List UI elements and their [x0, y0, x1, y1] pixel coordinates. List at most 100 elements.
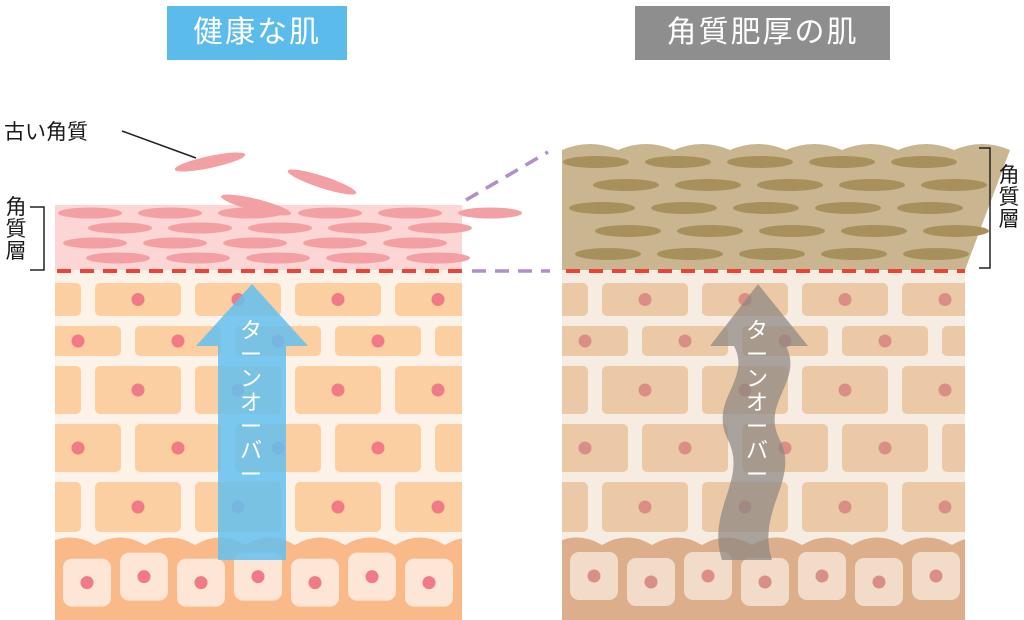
cell-nucleus — [938, 383, 952, 397]
cell-nucleus — [838, 383, 852, 397]
thick-corneum-cell — [593, 179, 659, 191]
connector-line-top — [465, 150, 549, 202]
cell-nucleus — [131, 293, 145, 306]
cell-nucleus — [371, 441, 385, 455]
thick-layer-bracket — [979, 147, 991, 269]
cell-nucleus — [171, 441, 185, 455]
corneum-cell — [248, 222, 312, 234]
cell-nucleus — [131, 383, 145, 397]
skin-cell — [562, 283, 588, 316]
cell-nucleus — [32, 501, 45, 514]
corneum-cell — [143, 237, 207, 249]
skin-cell — [55, 482, 81, 532]
cell-nucleus — [472, 335, 485, 348]
cell-nucleus — [838, 293, 852, 306]
cell-nucleus — [644, 575, 658, 589]
thick-corneum-cell — [575, 248, 641, 260]
thick-corneum-cell — [563, 156, 629, 168]
cell-nucleus — [872, 575, 886, 589]
corneum-cell — [58, 207, 122, 219]
skin-cell — [942, 424, 965, 472]
corneum-cell — [138, 207, 202, 219]
cell-nucleus — [878, 441, 892, 455]
thick-corneum-cell — [733, 202, 799, 214]
corneum-cell — [246, 252, 310, 264]
cell-nucleus — [758, 575, 772, 589]
corneum-cell — [223, 237, 287, 249]
cell-nucleus — [308, 576, 322, 590]
thick-corneum-cell — [921, 179, 987, 191]
cell-nucleus — [171, 334, 185, 348]
skin-cell — [55, 366, 81, 414]
cell-nucleus — [638, 383, 652, 397]
skin-cell — [55, 283, 81, 316]
healthy-corneum-layer-label: 角質層 — [5, 195, 27, 264]
cell-nucleus — [331, 293, 345, 306]
thick-corneum-cell — [657, 248, 723, 260]
thick-corneum-cell — [757, 179, 823, 191]
skin-cell — [55, 326, 121, 356]
healthy-skin-title: 健康な肌 — [167, 6, 347, 60]
old-corneum-pointer — [121, 130, 197, 159]
cell-nucleus — [938, 500, 952, 514]
cell-nucleus — [131, 500, 145, 514]
old-corneum-flake — [287, 169, 357, 195]
thick-corneum-cell — [645, 156, 711, 168]
cell-nucleus — [365, 570, 379, 584]
thick-corneum-cell — [727, 156, 793, 168]
healthy-turnover-label: ターンオーバー — [240, 319, 262, 488]
corneum-cell — [168, 222, 232, 234]
skin-cell — [562, 482, 588, 532]
thick-corneum-cell — [891, 156, 957, 168]
corneum-cell — [303, 237, 367, 249]
cell-nucleus — [80, 576, 94, 590]
cell-nucleus — [678, 334, 692, 348]
cell-nucleus — [331, 383, 345, 397]
thick-corneum-cell — [651, 202, 717, 214]
corneum-cell — [378, 207, 442, 219]
cell-nucleus — [938, 293, 952, 306]
thick-skin-title: 角質肥厚の肌 — [635, 6, 890, 60]
cell-nucleus — [578, 334, 592, 348]
arrow-shape — [710, 284, 808, 560]
thick-corneum-cell — [759, 225, 825, 237]
cell-nucleus — [71, 334, 85, 348]
thick-corneum-cell — [739, 248, 805, 260]
corneum-cell — [63, 237, 127, 249]
skin-cell — [942, 326, 965, 356]
cell-nucleus — [929, 569, 943, 583]
cell-nucleus — [431, 500, 445, 514]
skin-cell — [395, 283, 462, 316]
cell-nucleus — [194, 576, 208, 590]
cell-nucleus — [701, 569, 715, 583]
thick-turnover-label: ターンオーバー — [746, 319, 768, 488]
thick-corneum-cell — [595, 225, 661, 237]
corneum-cell — [328, 222, 392, 234]
thick-corneum-cell — [809, 156, 875, 168]
skin-cell — [435, 424, 462, 472]
thick-corneum-cell — [675, 179, 741, 191]
cell-nucleus — [878, 334, 892, 348]
corneum-cell — [406, 252, 470, 264]
cell-nucleus — [331, 500, 345, 514]
corneum-cell — [88, 222, 152, 234]
cell-nucleus — [578, 441, 592, 455]
corneum-cell — [326, 252, 390, 264]
cell-nucleus — [137, 570, 151, 584]
cell-nucleus — [979, 335, 992, 348]
old-corneum-flake — [174, 152, 246, 172]
corneum-cell — [383, 237, 447, 249]
skin-cell — [902, 366, 965, 414]
skin-cell — [562, 366, 588, 414]
cell-nucleus — [638, 500, 652, 514]
corneum-cell — [166, 252, 230, 264]
thick-corneum-cell — [569, 202, 635, 214]
cell-nucleus — [431, 293, 445, 306]
skin-cell — [902, 482, 965, 532]
skin-cell — [395, 482, 462, 532]
cell-nucleus — [251, 570, 265, 584]
corneum-cell — [298, 207, 362, 219]
skin-cell — [902, 283, 965, 316]
cell-nucleus — [32, 293, 45, 306]
cell-nucleus — [539, 293, 552, 306]
